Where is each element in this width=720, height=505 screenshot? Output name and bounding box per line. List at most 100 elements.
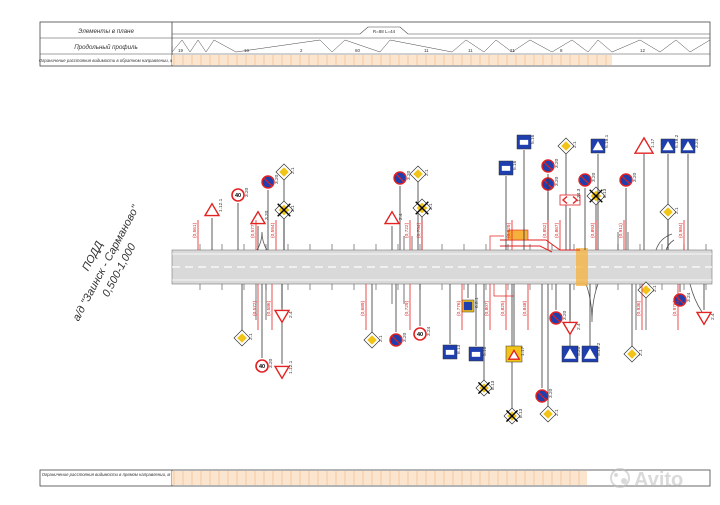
- give-way-sign: [695, 311, 713, 326]
- chainage-label: (0,893): [590, 222, 596, 238]
- chevron-arrow: [572, 195, 579, 205]
- svg-text:Ограничение расстояния видимос: Ограничение расстояния видимости в прямо…: [42, 472, 171, 477]
- sign-code: 2.1: [674, 207, 680, 214]
- sign-code: 3.20: [554, 158, 560, 168]
- pedestrian-crossing-sign-inner: [662, 141, 674, 151]
- give-way-sign: [273, 309, 291, 324]
- profile-value: 2: [300, 48, 303, 53]
- priority-road-sign-core: [413, 169, 423, 179]
- sign-code: 2.4: [288, 311, 294, 318]
- sign-code: 3.20: [554, 176, 560, 186]
- speed-limit-value: 40: [417, 332, 423, 338]
- priority-road-sign-core: [367, 335, 377, 345]
- sign-code: 3.20: [591, 172, 597, 182]
- sign-code: 8.13: [518, 408, 524, 418]
- warning-sign: [633, 136, 655, 154]
- no-stopping-slash: [543, 161, 553, 171]
- sign-code: 1.17: [650, 138, 656, 148]
- profile-value: 11: [468, 48, 473, 53]
- profile-value: 12: [640, 48, 646, 53]
- watermark: Avito: [610, 468, 683, 491]
- sign-code: 5.19.1: [604, 134, 610, 148]
- chainage-label: (0,911): [618, 223, 624, 238]
- chainage-label: (0,852): [542, 222, 548, 238]
- sign-code: 1.12.1: [288, 360, 294, 374]
- chainage-label: (0,829): [506, 222, 512, 238]
- sign-code: 3.20: [244, 187, 250, 197]
- chainage-label: (0,722): [404, 222, 410, 238]
- scheme-title: ПОДД а/д "Заинск - Сарманово" 0,500-1,00…: [71, 202, 143, 323]
- sign-code: 8.13: [456, 344, 462, 354]
- sign-code: 3.20: [274, 174, 280, 184]
- chainage-label: (0,572): [252, 300, 258, 316]
- speed-limit-sign: [231, 188, 245, 202]
- sign-code: 8.13: [602, 188, 608, 198]
- pedestrian-crossing-sign-inner: [564, 348, 576, 359]
- chainage-label: (0,984): [678, 222, 684, 238]
- sign-code: 1.34.3: [576, 188, 582, 202]
- bus-stop-sign-inner: [519, 139, 529, 145]
- sign-code: 5.16: [530, 134, 536, 144]
- chainage-label: (0,825): [500, 300, 506, 316]
- sign-code: 5.16: [482, 346, 488, 356]
- sign-code: 3.24: [426, 326, 432, 336]
- speed-limit-sign: [413, 327, 427, 341]
- bus-stop-sign-inner: [471, 351, 481, 357]
- no-stopping-slash: [263, 177, 273, 187]
- sign-code: 2.1: [554, 409, 560, 416]
- chainage-label: (0,577): [250, 222, 256, 238]
- priority-road-sign-core: [237, 333, 247, 343]
- sign-code: 1.17: [520, 346, 526, 356]
- no-stopping-slash: [580, 175, 590, 185]
- no-stopping-slash: [537, 391, 547, 401]
- sign-code: 3.20: [548, 388, 554, 398]
- speed-limit-value: 40: [235, 193, 241, 199]
- profile-value: 10: [244, 48, 250, 53]
- pedestrian-crossing-sign-inner: [584, 348, 596, 359]
- chainage-label: (0,689): [360, 300, 366, 316]
- row-visibility-forward-label: Ограничение расстояния видимости в прямо…: [42, 472, 171, 477]
- end-priority-slash: [477, 381, 491, 395]
- framed-sign-inner: [463, 301, 473, 311]
- give-way-sign: [273, 365, 291, 380]
- pedestrian-crossing-sign-inner: [682, 141, 694, 151]
- chainage-label: (0,848): [522, 300, 528, 316]
- warning-sign: [203, 202, 221, 217]
- sign-code: 2.1: [652, 285, 658, 292]
- give-way-sign: [561, 321, 579, 336]
- warning-sign: [507, 348, 521, 360]
- sign-code: 5.16: [512, 160, 518, 170]
- chainage-label: (0,729): [404, 300, 410, 316]
- sign-code: 3.20: [562, 310, 568, 320]
- sign-code: 2.1: [638, 349, 644, 356]
- sign-code: 3.20: [402, 332, 408, 342]
- sign-code: 5.20: [576, 346, 582, 356]
- sign-code: 3.20: [406, 170, 412, 180]
- chainage-label: (0,594): [270, 222, 276, 238]
- profile-value: 21: [510, 48, 516, 53]
- sign-code: 3.20: [268, 358, 274, 368]
- profile-value: 19: [178, 48, 184, 53]
- sign-code: 3.24: [686, 292, 692, 302]
- plan-curve-label: R=88 L=44: [373, 29, 396, 34]
- chainage-label: (0,867): [554, 222, 560, 238]
- chevron-arrow: [561, 195, 568, 205]
- title-line2: а/д "Заинск - Сарманово": [71, 202, 143, 323]
- sign-code: 3.20: [264, 210, 270, 220]
- no-stopping-slash: [675, 295, 685, 305]
- bus-stop-sign-inner: [501, 165, 511, 171]
- sign-code: 8.13: [490, 380, 496, 390]
- priority-road-sign-core: [663, 207, 673, 217]
- row-plan-label: Элементы в плане: [78, 28, 134, 35]
- priority-road-sign-core: [279, 167, 289, 177]
- profile-value: 8: [560, 48, 563, 53]
- sign-code: 5.19.2: [674, 134, 680, 148]
- sign-code: 2.1: [290, 205, 296, 212]
- priority-road-sign-core: [641, 285, 651, 295]
- no-stopping-slash: [551, 313, 561, 323]
- chainage-label: (0,561): [192, 222, 198, 238]
- sign-code: 1.12.1: [218, 198, 224, 212]
- sign-code: 2.1: [378, 335, 384, 342]
- sign-code: 2.1: [424, 169, 430, 176]
